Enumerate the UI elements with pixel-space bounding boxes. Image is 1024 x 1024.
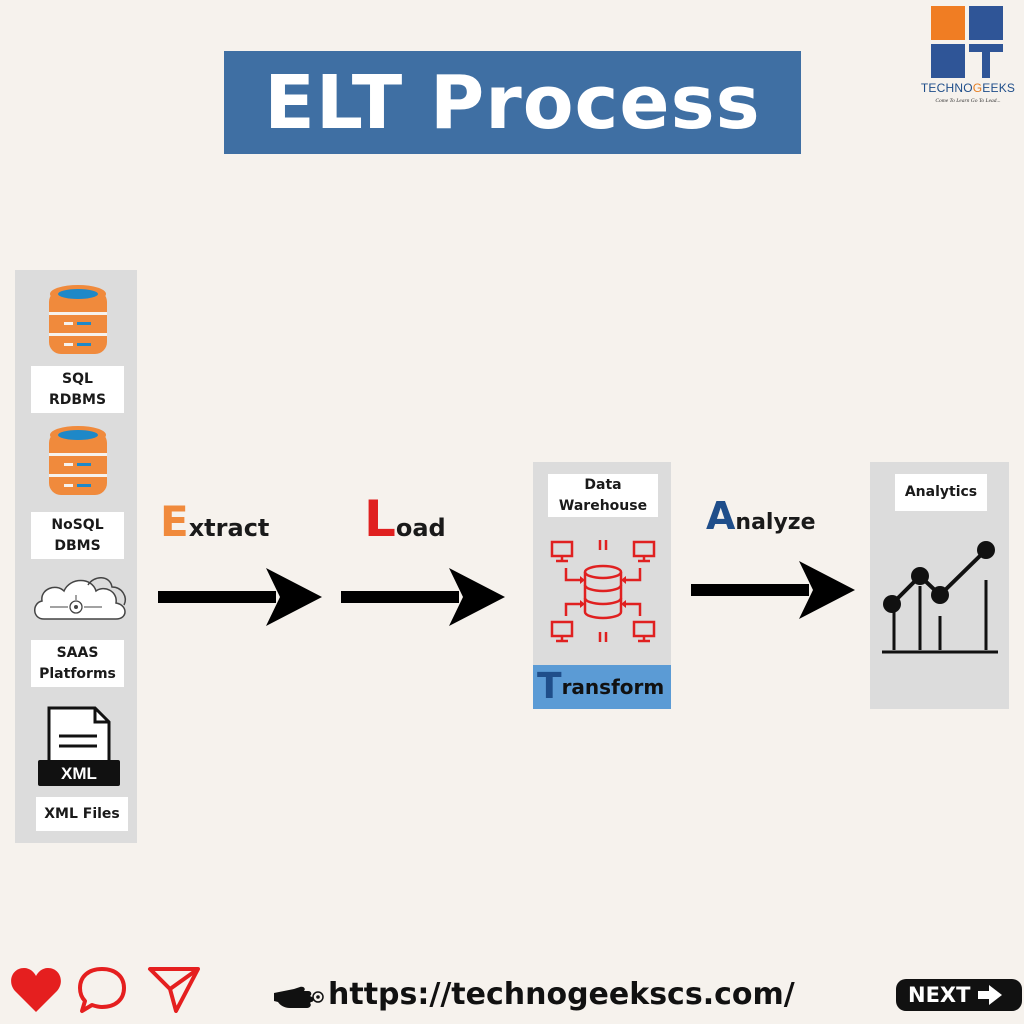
pointing-hand-icon xyxy=(274,986,324,1008)
comment-icon[interactable] xyxy=(76,965,128,1015)
heart-icon[interactable] xyxy=(10,966,62,1014)
next-button[interactable]: NEXT xyxy=(896,979,1022,1011)
logo-name: TECHNOGEEKS xyxy=(920,81,1016,95)
cloud-icon xyxy=(34,577,126,620)
arrow-right-icon xyxy=(978,985,1003,1005)
data-warehouse-icon xyxy=(550,540,656,643)
arrow-analyze-icon xyxy=(691,561,855,619)
logo-t-icon xyxy=(969,44,1003,78)
logo-square-blue-1 xyxy=(969,6,1003,40)
step-load: Load xyxy=(364,490,446,548)
logo-square-orange xyxy=(931,6,965,40)
step-extract: Extract xyxy=(160,497,270,546)
source-label-xml: XML Files xyxy=(36,797,128,831)
database-icon xyxy=(49,426,107,495)
share-icon[interactable] xyxy=(146,965,202,1013)
website-link[interactable]: https://technogeekscs.com/ xyxy=(328,977,795,1012)
page-title: ELT Process xyxy=(224,51,801,154)
analytics-chart-icon xyxy=(882,541,998,654)
analytics-label: Analytics xyxy=(895,474,987,511)
xml-icon-text: XML xyxy=(61,764,97,783)
logo-tagline: Come To Learn Go To Lead... xyxy=(935,98,1001,104)
logo-square-blue-2 xyxy=(931,44,965,78)
arrow-extract-icon xyxy=(158,568,322,626)
database-icon xyxy=(49,285,107,354)
arrow-load-icon xyxy=(341,568,505,626)
step-analyze: Analyze xyxy=(706,494,816,538)
xml-file-icon xyxy=(38,706,120,786)
technogeeks-logo: TECHNOGEEKS Come To Learn Go To Lead... xyxy=(914,4,1022,104)
